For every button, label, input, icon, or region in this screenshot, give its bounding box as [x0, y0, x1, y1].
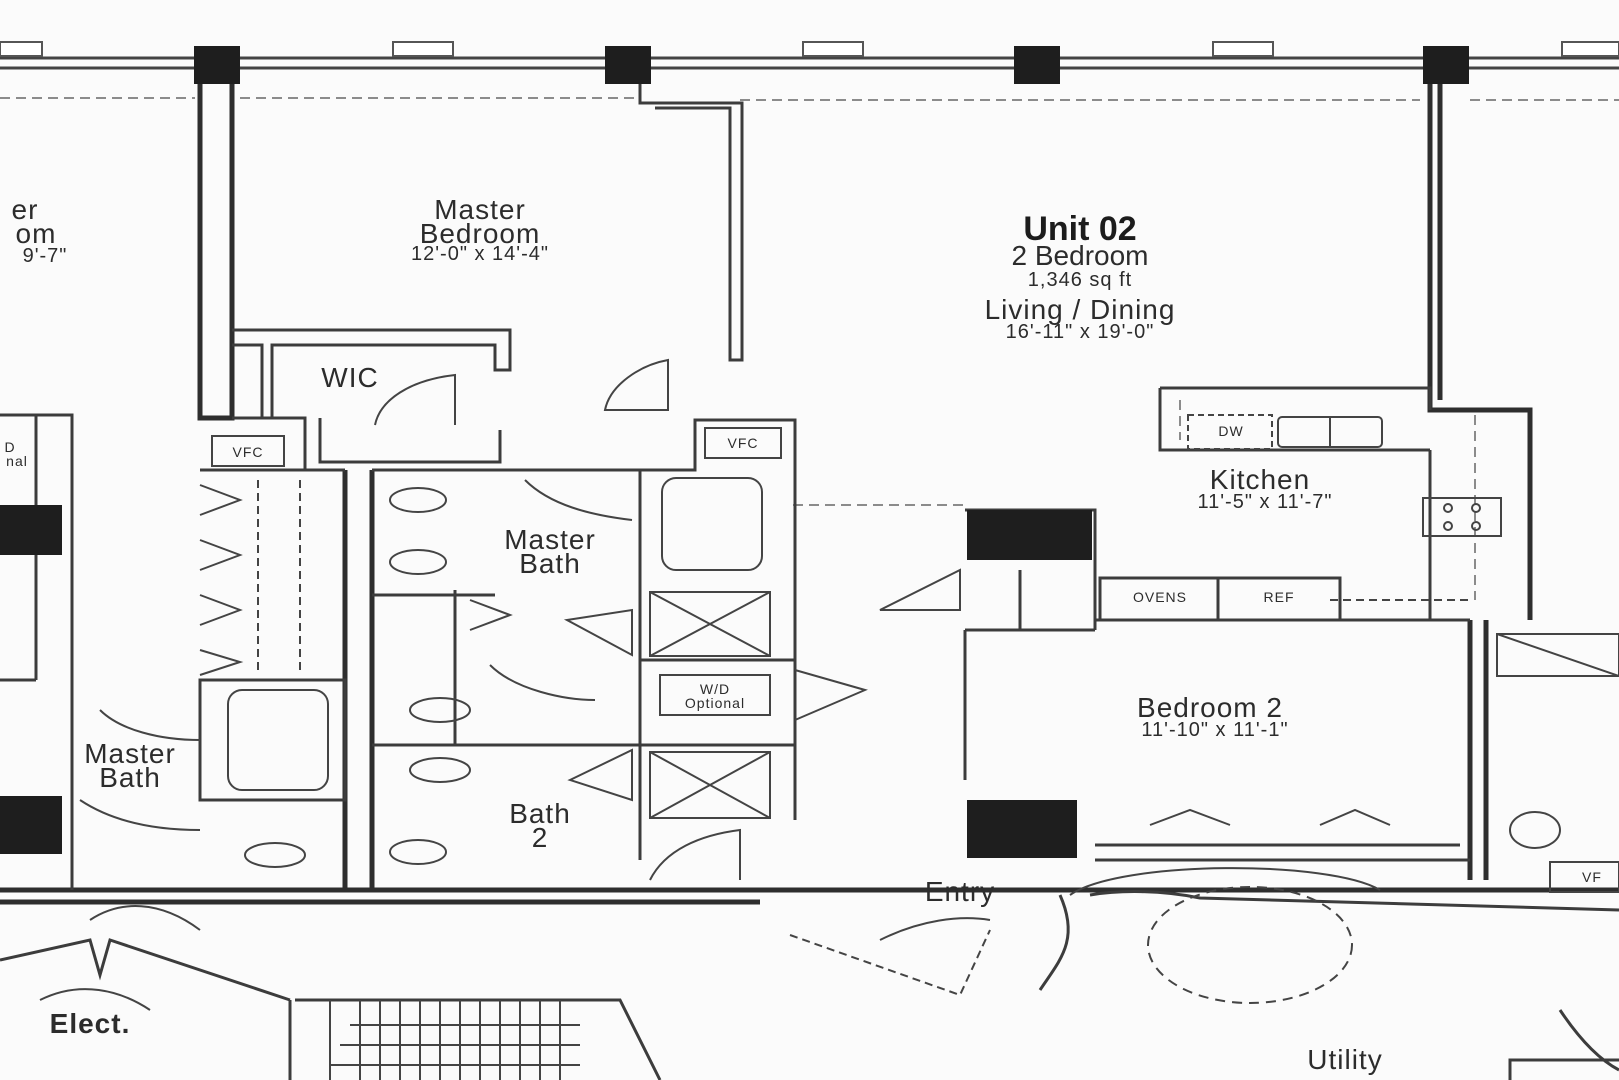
vfc-center-label: VFC [727, 435, 759, 451]
wd-label-2: Optional [684, 695, 746, 711]
utility-label: Utility [1307, 1044, 1383, 1075]
bath2-label-1: Bath [509, 798, 571, 829]
master-bath-label-2: Bath [519, 548, 581, 579]
kitchen-dims: 11'-5" x 11'-7" [1197, 491, 1333, 513]
left-bedroom-label-2: om [15, 218, 57, 249]
master-bedroom-label-2: Bedroom [419, 218, 541, 249]
master-bedroom-label-1: Master [434, 194, 526, 225]
master-bath-label-1: Master [504, 524, 596, 555]
living-dining-label: Living / Dining [984, 294, 1176, 325]
exterior-window-wall [0, 56, 1619, 70]
bedroom2-label: Bedroom 2 [1137, 692, 1283, 723]
bath2-label-2: 2 [531, 822, 549, 853]
soffit-dashed-lines [0, 97, 1619, 600]
elect-label: Elect. [49, 1008, 131, 1039]
bedroom2-dims: 11'-10" x 11'-1" [1141, 719, 1289, 741]
unit-area: 1,346 sq ft [1027, 269, 1133, 291]
interior-partitions [0, 84, 1619, 1080]
dark-chases [0, 505, 1092, 858]
fixtures-outlines [39, 414, 1619, 1080]
ref-label: REF [1263, 589, 1295, 605]
left-wd-label-1: D [4, 439, 16, 455]
window-mullions [0, 41, 1619, 57]
left-bedroom-label-1: er [11, 194, 39, 225]
structural-columns [194, 46, 1469, 84]
entry-label: Entry [924, 876, 996, 907]
wd-label-1: W/D [699, 681, 731, 697]
unit-title: Unit 02 [1023, 210, 1137, 248]
master-bedroom-dims: 12'-0" x 14'-4" [410, 243, 549, 265]
left-bedroom-dims: 9'-7" [22, 245, 68, 267]
vfc-right-label: VF [1582, 869, 1602, 885]
vfc-left-label: VFC [232, 444, 264, 460]
kitchen-label: Kitchen [1209, 464, 1311, 495]
unit-type: 2 Bedroom [1011, 240, 1149, 271]
ovens-label: OVENS [1132, 589, 1187, 605]
door-swings [79, 358, 991, 941]
wic-label: WIC [321, 362, 379, 393]
left-wd-label-2: nal [6, 453, 28, 469]
left-master-bath-label-1: Master [84, 738, 176, 769]
living-dining-dims: 16'-11" x 19'-0" [1005, 321, 1155, 343]
dw-label: DW [1218, 423, 1244, 439]
left-master-bath-label-2: Bath [99, 762, 161, 793]
